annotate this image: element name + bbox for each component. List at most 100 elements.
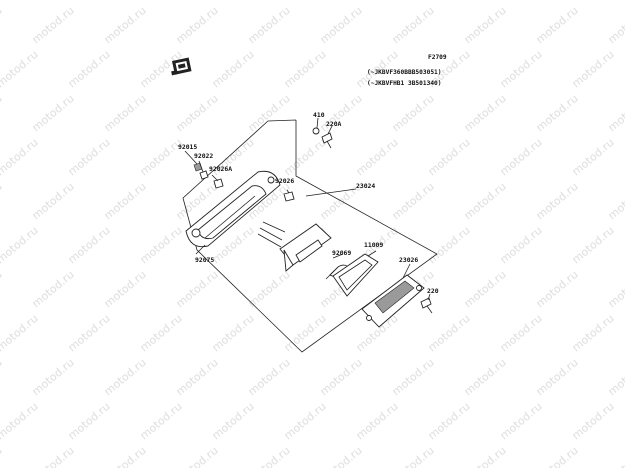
watermark-text: motod.ru: [174, 356, 221, 398]
watermark-text: motod.ru: [138, 0, 185, 2]
watermark-text: motod.ru: [66, 224, 113, 266]
watermark-text: motod.ru: [426, 136, 473, 178]
label-410: 410: [313, 111, 325, 119]
watermark-text: motod.ru: [390, 92, 437, 134]
watermark-text: motod.ru: [0, 356, 5, 398]
watermark-text: motod.ru: [570, 224, 617, 266]
watermark-text: motod.ru: [0, 180, 5, 222]
watermark-text: motod.ru: [102, 180, 149, 222]
serial-note-2: (~JKBVFHB1 3B501340): [367, 80, 442, 87]
lens-23026: [361, 274, 425, 328]
watermark-text: motod.ru: [102, 268, 149, 310]
watermark-text: motod.ru: [534, 4, 581, 46]
watermark-text: motod.ru: [606, 356, 625, 398]
label-11009: 11009: [364, 241, 383, 249]
watermark-text: motod.ru: [534, 444, 581, 468]
watermark-text: motod.ru: [30, 356, 77, 398]
watermark-text: motod.ru: [606, 444, 625, 468]
figure-code: F2709: [428, 54, 447, 61]
watermark-text: motod.ru: [498, 400, 545, 442]
watermark-text: motod.ru: [246, 92, 293, 134]
watermark-text: motod.ru: [0, 268, 5, 310]
watermark-text: motod.ru: [138, 312, 185, 354]
watermark-text: motod.ru: [498, 48, 545, 90]
watermark-text: motod.ru: [570, 0, 617, 2]
watermark-text: motod.ru: [534, 180, 581, 222]
watermark-text: motod.ru: [30, 268, 77, 310]
watermark-text: motod.ru: [0, 92, 5, 134]
watermark-text: motod.ru: [66, 136, 113, 178]
washer-410: [312, 127, 320, 135]
serial-note-1: (~JKBVF360BBB503051): [367, 69, 442, 76]
watermark-text: motod.ru: [0, 400, 41, 442]
watermark-text: motod.ru: [102, 92, 149, 134]
label-220: 220: [427, 287, 439, 295]
watermark-text: motod.ru: [318, 4, 365, 46]
watermark-text: motod.ru: [462, 268, 509, 310]
watermark-text: motod.ru: [66, 312, 113, 354]
watermark-text: motod.ru: [318, 444, 365, 468]
watermark-text: motod.ru: [0, 48, 41, 90]
watermark-text: motod.ru: [174, 268, 221, 310]
watermark-text: motod.ru: [462, 4, 509, 46]
nut-92026A: [213, 178, 224, 189]
watermark-text: motod.ru: [246, 356, 293, 398]
watermark-text: motod.ru: [462, 180, 509, 222]
label-92022: 92022: [194, 152, 213, 160]
watermark-text: motod.ru: [0, 224, 41, 266]
watermark-text: motod.ru: [210, 400, 257, 442]
nut-92026: [283, 191, 295, 202]
watermark-text: motod.ru: [246, 444, 293, 468]
watermark-text: motod.ru: [606, 4, 625, 46]
watermark-text: motod.ru: [0, 136, 41, 178]
watermark-text: motod.ru: [606, 268, 625, 310]
watermark-text: motod.ru: [102, 356, 149, 398]
label-92026: 92026: [275, 177, 294, 185]
screw-220: [420, 297, 433, 314]
lamp-housing-92075: [185, 170, 281, 248]
label-23024: 23024: [356, 182, 375, 190]
watermark-text: motod.ru: [210, 0, 257, 2]
watermark-text: motod.ru: [282, 400, 329, 442]
watermark-text: motod.ru: [534, 92, 581, 134]
assembly-boundary-outline: [182, 119, 438, 353]
watermark-text: motod.ru: [498, 224, 545, 266]
watermark-text: motod.ru: [174, 4, 221, 46]
watermark-text: motod.ru: [606, 92, 625, 134]
watermark-text: motod.ru: [390, 356, 437, 398]
watermark-text: motod.ru: [354, 0, 401, 2]
watermark-text: motod.ru: [426, 312, 473, 354]
watermark-text: motod.ru: [606, 180, 625, 222]
watermark-text: motod.ru: [138, 224, 185, 266]
watermark-text: motod.ru: [0, 4, 5, 46]
watermark-text: motod.ru: [0, 0, 41, 2]
gasket-11009: [332, 253, 379, 297]
watermark-text: motod.ru: [66, 0, 113, 2]
watermark-text: motod.ru: [246, 4, 293, 46]
watermark-text: motod.ru: [282, 136, 329, 178]
watermark-text: motod.ru: [462, 444, 509, 468]
watermark-text: motod.ru: [426, 400, 473, 442]
watermark-text: motod.ru: [498, 0, 545, 2]
watermark-text: motod.ru: [570, 136, 617, 178]
watermark-text: motod.ru: [570, 312, 617, 354]
watermark-text: motod.ru: [570, 400, 617, 442]
watermark-text: motod.ru: [138, 400, 185, 442]
watermark-text: motod.ru: [354, 136, 401, 178]
watermark-text: motod.ru: [534, 268, 581, 310]
label-92075: 92075: [195, 256, 214, 264]
socket-92069: [257, 221, 332, 272]
screw-220A: [321, 132, 333, 149]
watermark-text: motod.ru: [66, 400, 113, 442]
watermark-text: motod.ru: [102, 444, 149, 468]
watermark-text: motod.ru: [0, 312, 41, 354]
watermark-text: motod.ru: [498, 136, 545, 178]
watermark-text: motod.ru: [102, 4, 149, 46]
watermark-text: motod.ru: [174, 92, 221, 134]
watermark-text: motod.ru: [318, 356, 365, 398]
watermark-text: motod.ru: [30, 92, 77, 134]
label-220A: 220A: [326, 120, 342, 128]
watermark-text: motod.ru: [462, 356, 509, 398]
label-92069: 92069: [332, 249, 351, 257]
